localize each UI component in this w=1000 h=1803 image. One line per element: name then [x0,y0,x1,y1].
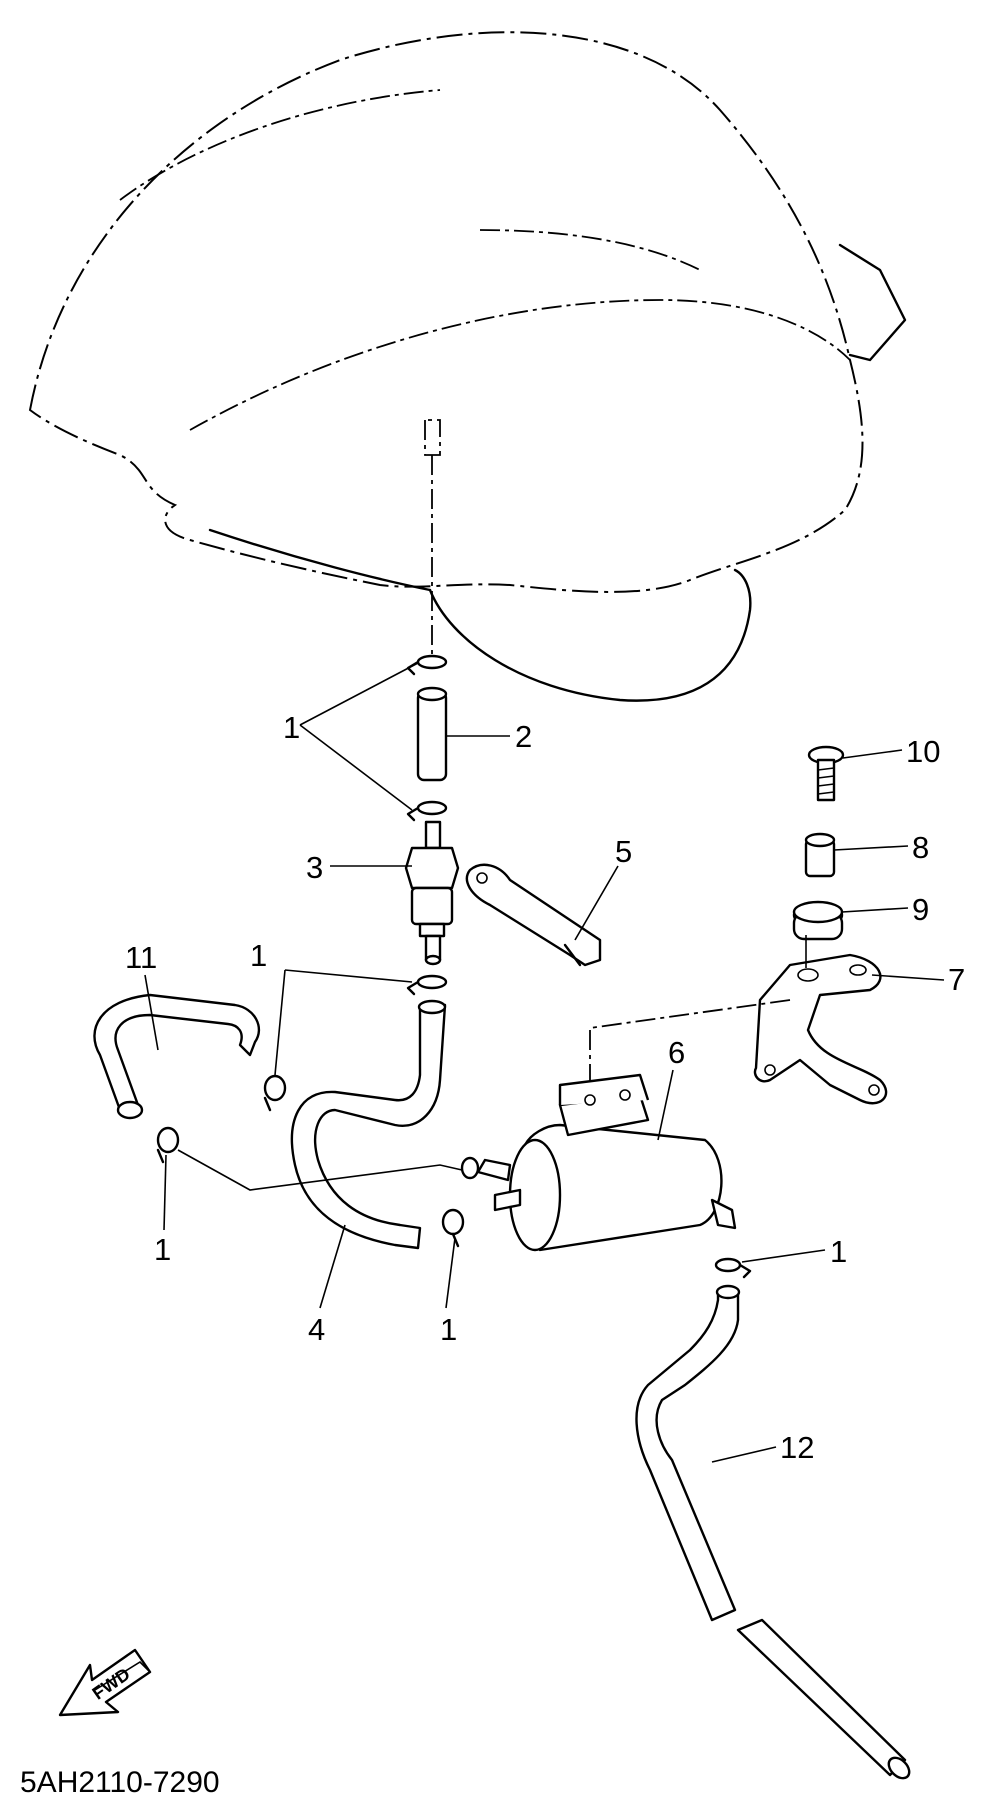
callout-5: 5 [615,834,632,869]
canister-part-6 [460,1073,737,1252]
fwd-arrow-icon: FWD [58,1648,152,1717]
clip-left-upper [263,1074,287,1112]
callout-12: 12 [780,1430,814,1465]
collar-part-8 [804,832,836,878]
callout-1-mid: 1 [250,938,267,973]
clip-left-lower [156,1126,180,1164]
stay-part-7 [753,953,888,1105]
callout-2: 2 [515,719,532,754]
hose-part-4 [290,999,447,1250]
hose-part-12 [635,1284,911,1780]
align-line-7-6 [589,999,791,1090]
hose-part-2 [416,686,448,782]
callout-1-top: 1 [283,710,300,745]
callout-1-right: 1 [830,1234,847,1269]
callout-6: 6 [668,1035,685,1070]
callout-7: 7 [948,962,965,997]
grommet-part-9 [792,900,844,941]
hose-part-11 [93,993,261,1120]
clip-mid [406,974,448,996]
callout-8: 8 [912,830,929,865]
callout-1-left: 1 [154,1232,171,1267]
bracket-part-5 [465,863,602,967]
callout-4: 4 [308,1312,325,1347]
leader-lines [144,662,945,1463]
clip-top-2 [406,800,448,822]
clip-bottom [441,1208,465,1248]
callout-11: 11 [125,940,157,975]
screw-part-10 [807,745,845,802]
callout-10: 10 [906,734,940,769]
callout-9: 9 [912,892,929,927]
diagram-code: 5AH2110-7290 [20,1766,220,1799]
fuel-tank-outline [28,31,907,702]
callout-1-bottom: 1 [440,1312,457,1347]
fuel-filter-part-3 [404,820,460,966]
clip-right [714,1257,752,1279]
callout-3: 3 [306,850,323,885]
align-line-11-6 [177,1149,463,1191]
